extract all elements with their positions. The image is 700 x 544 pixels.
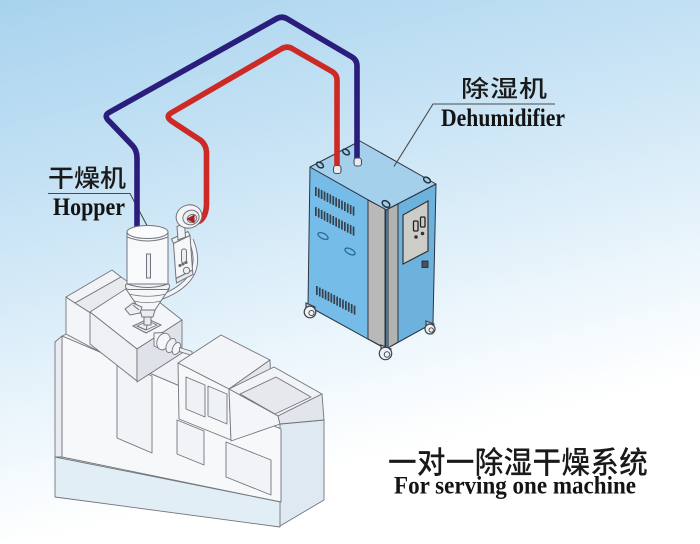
- svg-text:Dehumidifier: Dehumidifier: [441, 105, 565, 132]
- svg-text:For serving one machine: For serving one machine: [394, 473, 636, 500]
- svg-text:Hopper: Hopper: [53, 194, 125, 221]
